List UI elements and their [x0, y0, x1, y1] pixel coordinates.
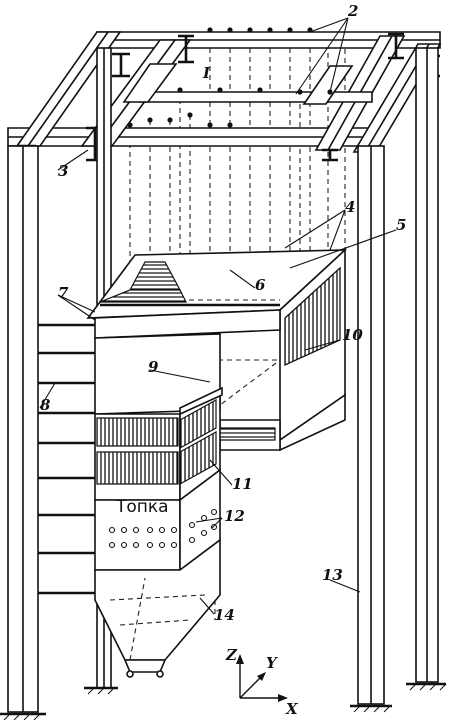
callout-4: 4 [345, 198, 355, 216]
column-front-right [357, 145, 385, 705]
top-frame-beams [7, 27, 442, 166]
furnace-body [94, 309, 281, 678]
callout-11: 11 [232, 475, 253, 493]
furnace-label: Топка [115, 497, 169, 517]
column-front-left [7, 145, 39, 713]
column-back-right [415, 47, 439, 683]
coordinate-axes [236, 654, 288, 702]
callout-3: 3 [58, 162, 68, 180]
axis-z-label: Z [225, 646, 238, 664]
axis-x-label: X [285, 700, 299, 718]
axis-y-label: Y [266, 654, 278, 672]
callout-8: 8 [40, 396, 51, 414]
callout-5: 5 [396, 216, 406, 234]
callout-2: 2 [347, 2, 358, 20]
leader-lines [39, 17, 397, 615]
boiler-roof [86, 249, 348, 319]
rod-nut-row [127, 27, 333, 128]
burner-holes [108, 508, 218, 549]
tie-rods [38, 323, 95, 595]
convective-shaft [199, 248, 346, 452]
callout-10: 10 [342, 326, 363, 344]
callout-9: 9 [148, 358, 159, 376]
callout-13: 13 [322, 566, 343, 584]
callout-I: I [202, 64, 211, 82]
callout-7: 7 [58, 284, 69, 302]
callout-6: 6 [255, 276, 266, 294]
callout-12: 12 [224, 507, 245, 525]
ground-supports [0, 682, 447, 720]
callout-14: 14 [214, 606, 235, 624]
